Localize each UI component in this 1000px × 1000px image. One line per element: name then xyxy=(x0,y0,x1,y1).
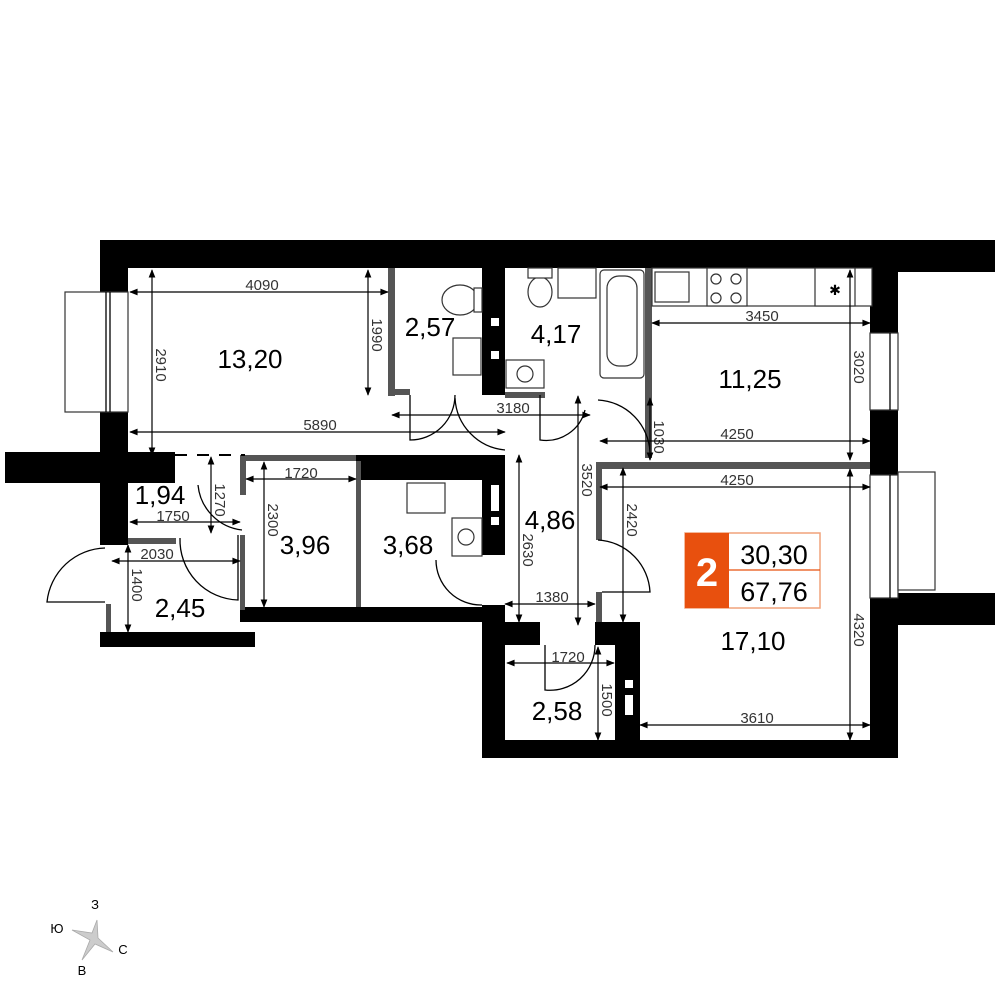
room-area-wc: 2,57 xyxy=(405,312,456,342)
toilet-icon xyxy=(441,284,479,316)
room-area-laundry: 3,68 xyxy=(383,530,434,560)
sink-icon xyxy=(406,482,446,514)
total-area: 67,76 xyxy=(740,577,808,607)
compass-icon: З Ю С В xyxy=(50,897,127,978)
room-areas: 13,20 2,57 4,17 11,25 1,94 3,96 3,68 4,8… xyxy=(135,312,786,726)
dim-1400: 1400 xyxy=(128,568,145,601)
dim-1990: 1990 xyxy=(368,318,385,351)
dim-1270: 1270 xyxy=(211,483,228,516)
svg-text:✱: ✱ xyxy=(829,282,841,298)
dim-1720-top: 1720 xyxy=(284,465,317,482)
room-area-bath: 4,17 xyxy=(531,319,582,349)
room-area-living: 13,20 xyxy=(217,344,282,374)
walls xyxy=(5,240,995,758)
dim-1030: 1030 xyxy=(650,420,667,453)
dim-1750: 1750 xyxy=(156,508,189,525)
dim-3020: 3020 xyxy=(850,350,867,383)
dim-2030: 2030 xyxy=(140,546,173,563)
dim-4090: 4090 xyxy=(245,277,278,294)
compass-north: С xyxy=(118,942,127,957)
compass-south: Ю xyxy=(50,921,63,936)
windows xyxy=(64,291,936,599)
compass-west: З xyxy=(91,897,99,912)
dim-3450: 3450 xyxy=(745,308,778,325)
dim-3520: 3520 xyxy=(578,463,595,496)
rooms-count: 2 xyxy=(696,551,718,595)
dim-1380: 1380 xyxy=(535,589,568,606)
dim-3610: 3610 xyxy=(740,710,773,727)
dim-1500: 1500 xyxy=(598,683,615,716)
dim-3180: 3180 xyxy=(496,400,529,417)
dim-1720-bottom: 1720 xyxy=(551,649,584,666)
dim-5890: 5890 xyxy=(303,417,336,434)
room-area-storage: 3,96 xyxy=(280,530,331,560)
toilet-icon xyxy=(527,276,553,308)
area-badge: 2 30,30 67,76 xyxy=(684,532,821,609)
living-area: 30,30 xyxy=(740,540,808,570)
dim-4250-top: 4250 xyxy=(720,426,753,443)
dim-2300: 2300 xyxy=(264,503,281,536)
dim-2420: 2420 xyxy=(623,503,640,536)
dimension-lines: 4090 1990 2910 5890 3180 3450 3020 1030 … xyxy=(111,269,871,741)
sink-icon xyxy=(452,337,482,376)
room-area-entry: 2,45 xyxy=(155,593,206,623)
partitions xyxy=(106,268,870,632)
dim-4250-bottom: 4250 xyxy=(720,472,753,489)
room-area-kitchen: 11,25 xyxy=(718,364,781,394)
sink-icon xyxy=(557,267,597,299)
room-area-bedroom: 17,10 xyxy=(720,626,785,656)
kitchen-sink-icon xyxy=(654,271,690,303)
room-area-closet: 2,58 xyxy=(532,696,583,726)
dim-4320: 4320 xyxy=(850,613,867,646)
dim-2910: 2910 xyxy=(152,348,169,381)
dim-2630: 2630 xyxy=(519,533,536,566)
room-area-hall: 1,94 xyxy=(135,480,186,510)
compass-east: В xyxy=(78,963,87,978)
room-area-corridor: 4,86 xyxy=(525,505,576,535)
